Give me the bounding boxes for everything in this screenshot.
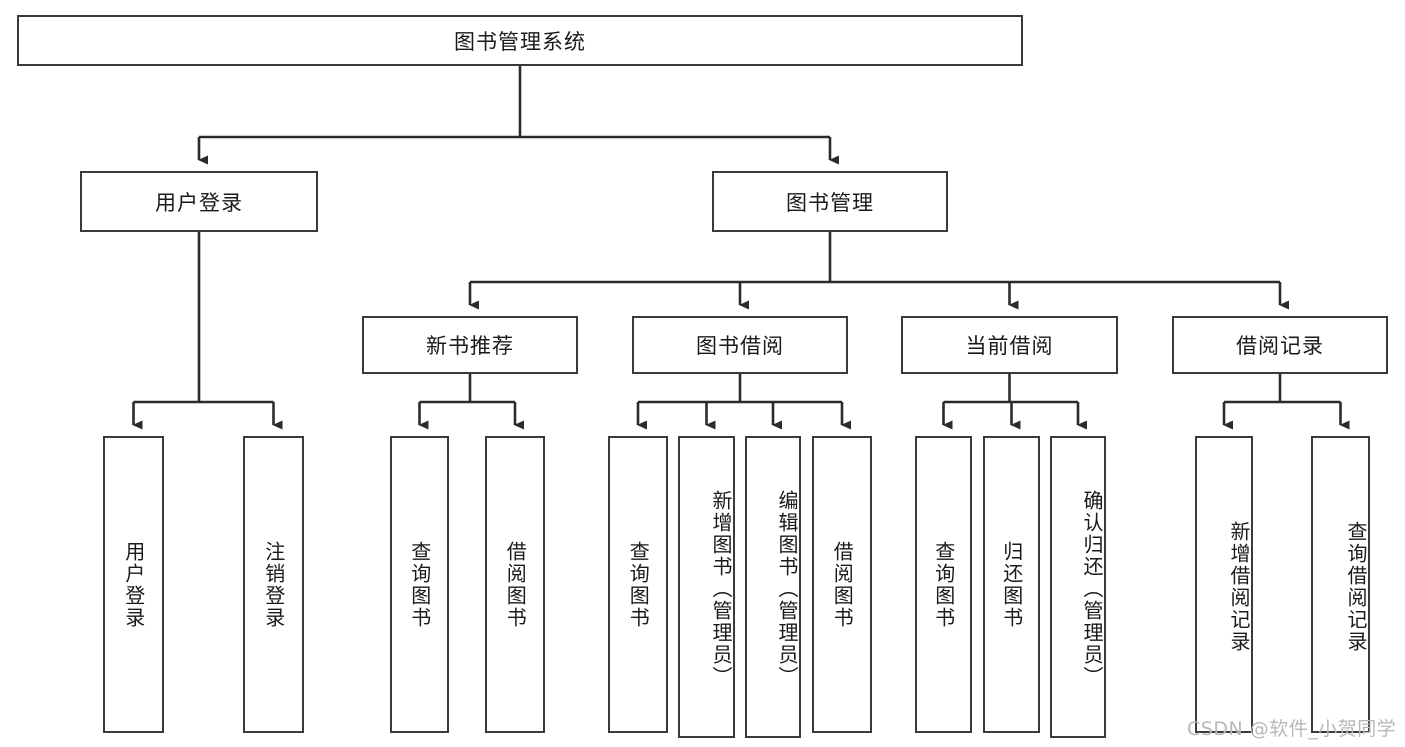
node-leaf-query-book-current[interactable]: 查询图书 bbox=[915, 436, 972, 733]
node-book-borrow[interactable]: 图书借阅 bbox=[632, 316, 848, 374]
node-leaf-borrow-book[interactable]: 借阅图书 bbox=[812, 436, 872, 733]
node-label-current-borrow: 当前借阅 bbox=[965, 334, 1054, 358]
node-borrow-record[interactable]: 借阅记录 bbox=[1172, 316, 1388, 374]
node-label-leaf-query-book-new: 查询图书 bbox=[407, 540, 432, 629]
node-label-root: 图书管理系统 bbox=[454, 29, 586, 54]
node-leaf-query-borrow-record[interactable]: 查询借阅记录 bbox=[1311, 436, 1370, 733]
node-current-borrow[interactable]: 当前借阅 bbox=[901, 316, 1118, 374]
node-label-leaf-return-book: 归还图书 bbox=[999, 540, 1024, 629]
node-leaf-query-book-new[interactable]: 查询图书 bbox=[390, 436, 449, 733]
node-label-leaf-add-book-admin: 新增图书（管理员） bbox=[709, 490, 733, 688]
node-leaf-query-book-borrow[interactable]: 查询图书 bbox=[608, 436, 668, 733]
node-label-leaf-query-book-borrow: 查询图书 bbox=[626, 540, 651, 629]
node-new-book-recommend[interactable]: 新书推荐 bbox=[362, 316, 578, 374]
node-leaf-user-logout[interactable]: 注销登录 bbox=[243, 436, 304, 733]
node-label-book-borrow: 图书借阅 bbox=[696, 334, 784, 358]
node-label-leaf-user-login: 用户登录 bbox=[121, 540, 146, 629]
node-leaf-return-book[interactable]: 归还图书 bbox=[983, 436, 1040, 733]
node-label-leaf-add-borrow-record: 新增借阅记录 bbox=[1227, 520, 1251, 653]
node-leaf-confirm-return-admin[interactable]: 确认归还（管理员） bbox=[1050, 436, 1106, 738]
node-label-leaf-user-logout: 注销登录 bbox=[261, 540, 286, 629]
node-label-user-login: 用户登录 bbox=[155, 190, 243, 215]
node-label-leaf-confirm-return-admin: 确认归还（管理员） bbox=[1080, 490, 1104, 688]
node-label-borrow-record: 借阅记录 bbox=[1236, 334, 1324, 358]
node-label-leaf-query-book-current: 查询图书 bbox=[931, 540, 956, 629]
node-label-leaf-query-borrow-record: 查询借阅记录 bbox=[1344, 520, 1368, 653]
node-leaf-add-borrow-record[interactable]: 新增借阅记录 bbox=[1195, 436, 1253, 733]
node-label-new-book-recommend: 新书推荐 bbox=[426, 334, 514, 358]
node-leaf-edit-book-admin[interactable]: 编辑图书（管理员） bbox=[745, 436, 801, 738]
node-label-leaf-borrow-book-new: 借阅图书 bbox=[503, 540, 528, 629]
node-book-manage[interactable]: 图书管理 bbox=[712, 171, 948, 232]
node-label-leaf-edit-book-admin: 编辑图书（管理员） bbox=[775, 490, 799, 688]
node-root[interactable]: 图书管理系统 bbox=[17, 15, 1023, 66]
node-user-login[interactable]: 用户登录 bbox=[80, 171, 318, 232]
node-label-book-manage: 图书管理 bbox=[786, 190, 874, 215]
node-leaf-borrow-book-new[interactable]: 借阅图书 bbox=[485, 436, 545, 733]
node-leaf-user-login[interactable]: 用户登录 bbox=[103, 436, 164, 733]
node-leaf-add-book-admin[interactable]: 新增图书（管理员） bbox=[678, 436, 735, 738]
node-label-leaf-borrow-book: 借阅图书 bbox=[830, 540, 855, 629]
